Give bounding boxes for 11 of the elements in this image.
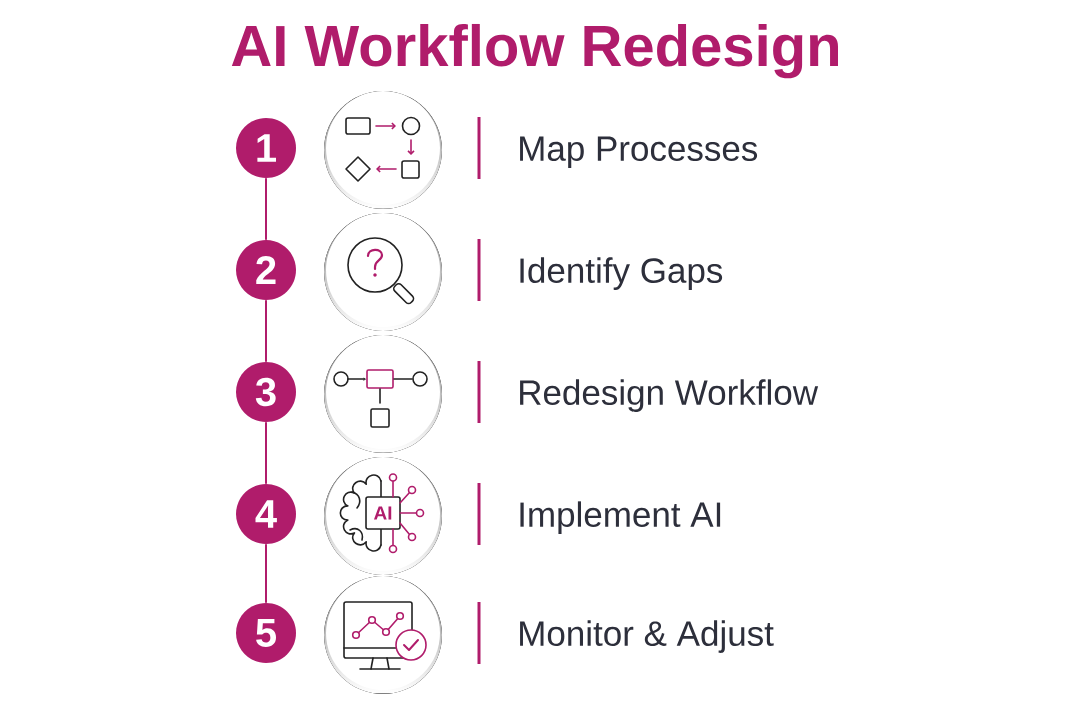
chip-label: AI: [374, 506, 392, 520]
step-label: Map Processes: [520, 136, 758, 168]
step-label: Redesign Workflow: [520, 379, 819, 412]
connector-line: [265, 543, 267, 604]
connector-line: [265, 299, 267, 363]
step-label: Identify Gaps: [520, 257, 723, 290]
title: AI Workflow Redesign: [231, 23, 838, 79]
step-label: Monitor & Adjust: [520, 620, 774, 653]
connector-line: [265, 177, 267, 241]
connector-line: [265, 421, 267, 485]
step-label: Implement AI: [520, 501, 721, 534]
